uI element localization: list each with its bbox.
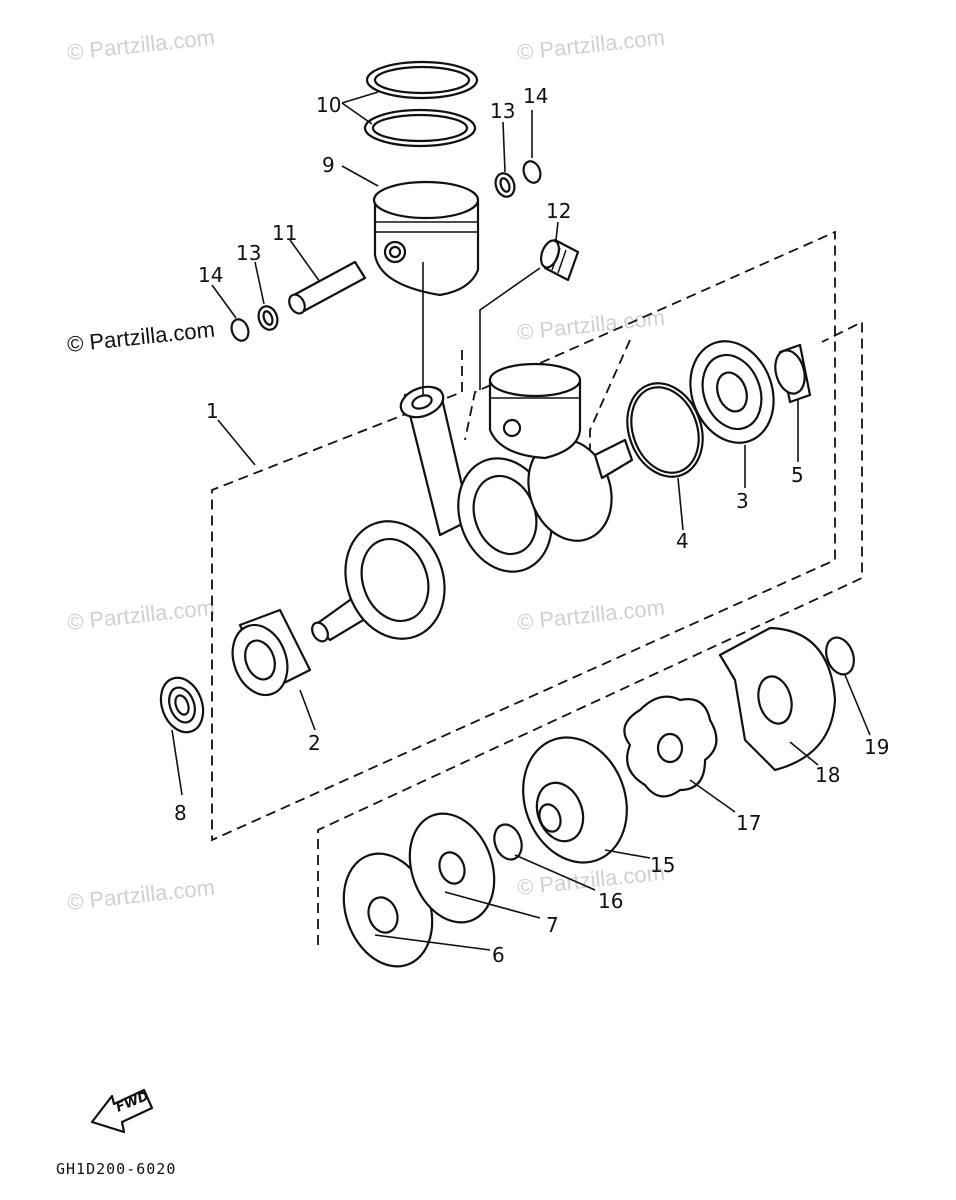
callout-13: 13 <box>236 241 261 265</box>
main-bearing-left <box>231 608 312 697</box>
watermark: © Partzilla.com <box>516 595 666 635</box>
callout-11: 11 <box>272 221 297 245</box>
watermark: © Partzilla.com <box>516 25 666 65</box>
piston-group-outline <box>589 339 631 455</box>
diagram-code: GH1D200-6020 <box>56 1160 176 1178</box>
callout-16: 16 <box>598 889 623 913</box>
callout-13: 13 <box>490 99 515 123</box>
callout-4: 4 <box>676 529 689 553</box>
callout-5: 5 <box>791 463 804 487</box>
callout-2: 2 <box>308 731 321 755</box>
crankshaft <box>311 362 634 643</box>
piston <box>372 180 480 297</box>
callout-numbers: 10 9 13 14 12 11 13 14 1 2 3 4 5 6 7 8 1… <box>174 84 889 967</box>
callout-18: 18 <box>815 763 840 787</box>
callout-15: 15 <box>650 853 675 877</box>
collar <box>774 343 812 404</box>
callout-9: 9 <box>322 153 335 177</box>
callout-12: 12 <box>546 199 571 223</box>
coupling-group-outline <box>317 320 863 945</box>
fwd-arrow-icon: FWD <box>90 1088 154 1134</box>
callout-7: 7 <box>546 913 559 937</box>
watermark: © Partzilla.com <box>66 595 216 635</box>
watermark: © Partzilla.com <box>66 25 216 65</box>
callout-17: 17 <box>736 811 761 835</box>
leader-lines <box>171 91 871 951</box>
piston-rings <box>363 60 479 148</box>
watermark-dark: © Partzilla.com <box>66 317 216 357</box>
watermark: © Partzilla.com <box>516 305 666 345</box>
pin-clips <box>230 160 542 342</box>
callout-6: 6 <box>492 943 505 967</box>
piston-pin <box>288 260 367 315</box>
callout-10: 10 <box>316 93 341 117</box>
callout-3: 3 <box>736 489 749 513</box>
callout-19: 19 <box>864 735 889 759</box>
needle-bearing <box>539 238 580 282</box>
callout-14: 14 <box>198 263 223 287</box>
callout-1: 1 <box>206 399 219 423</box>
callout-14: 14 <box>523 84 548 108</box>
coupling-parts <box>342 626 855 968</box>
callout-8: 8 <box>174 801 187 825</box>
main-bearing-right <box>689 340 775 444</box>
watermark: © Partzilla.com <box>66 875 216 915</box>
oil-seal <box>159 676 205 734</box>
